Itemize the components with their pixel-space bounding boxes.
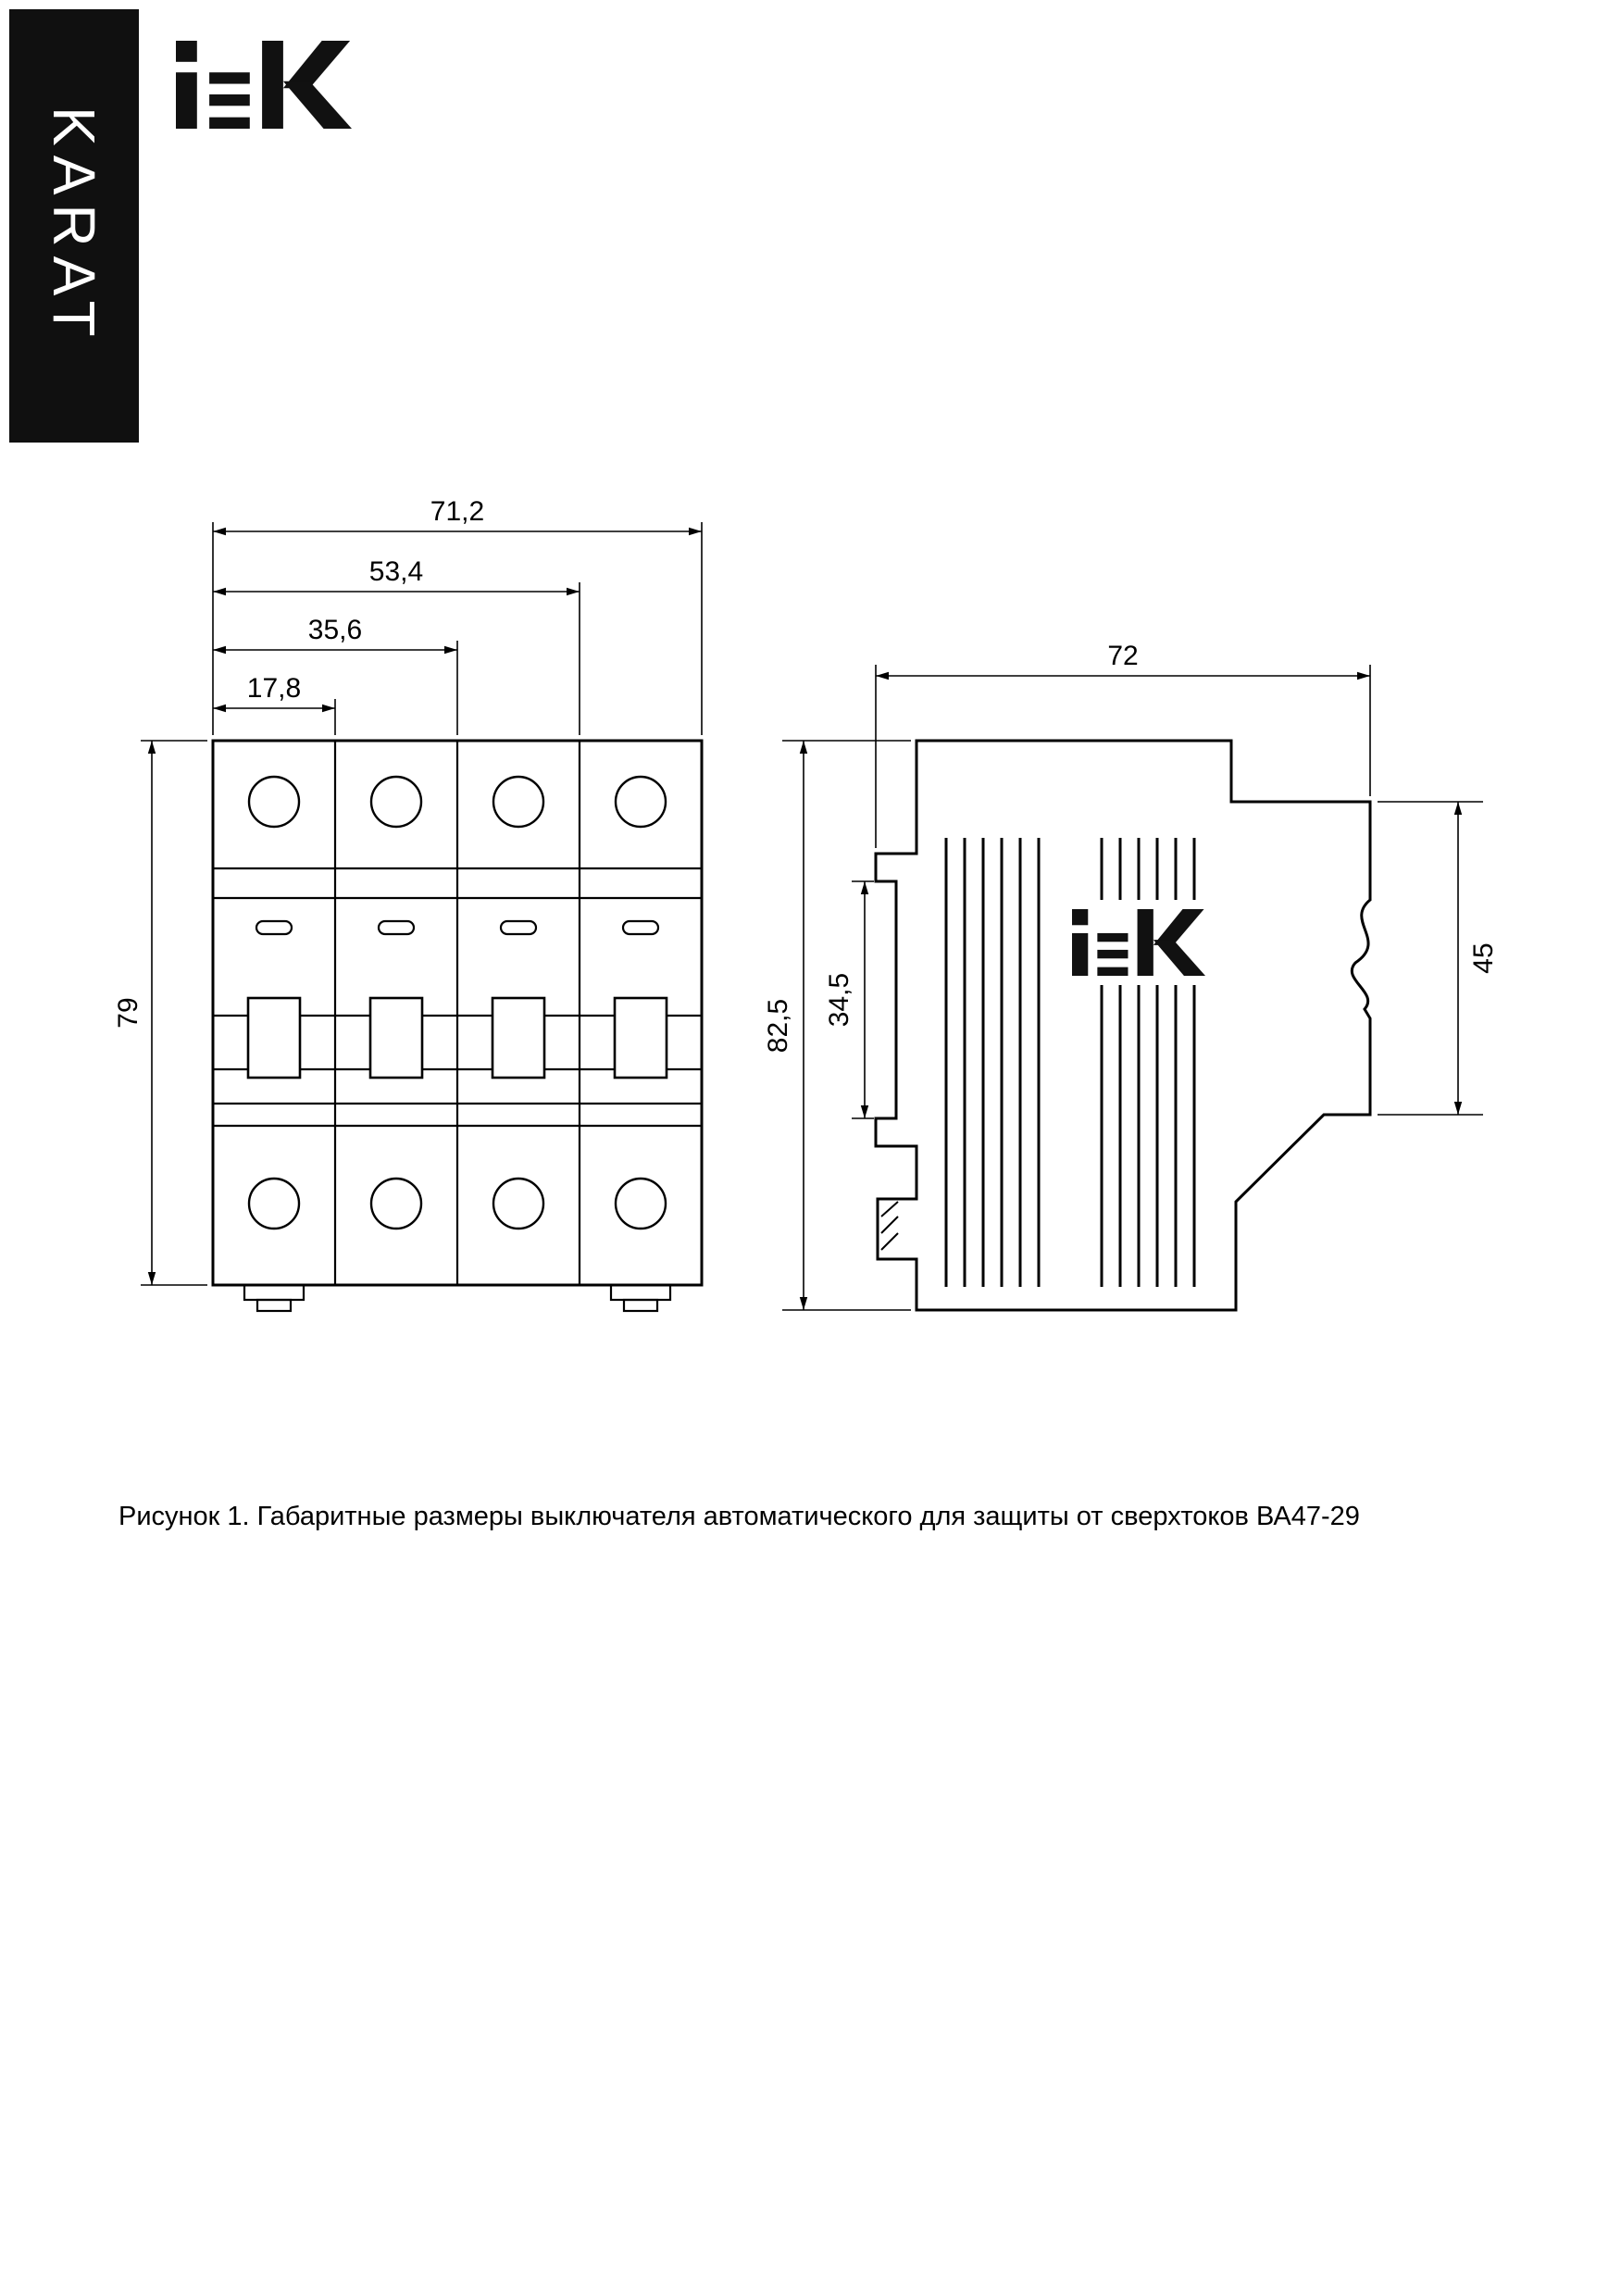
front-view-dim-labels: 71,2 53,4 35,6 17,8 79 xyxy=(113,496,484,1029)
din-clip xyxy=(243,1283,305,1302)
dim-label-front-face: 45 xyxy=(1468,942,1499,973)
dim-label-rail-recess: 34,5 xyxy=(824,973,854,1027)
dim-label-total-width: 71,2 xyxy=(430,496,484,527)
toggle-handle xyxy=(368,996,424,1079)
terminal-screw xyxy=(247,1177,301,1230)
terminal-screw xyxy=(369,1177,423,1230)
breaker-side-outline xyxy=(874,739,1372,1312)
hatch-line xyxy=(880,1216,899,1234)
dim-label-height: 79 xyxy=(113,997,143,1028)
side-view-dim-labels: 72 82,5 34,5 45 xyxy=(763,641,1499,1053)
iek-logo xyxy=(176,41,352,129)
side-view-drawing xyxy=(874,739,1372,1312)
terminal-screw xyxy=(614,1177,667,1230)
toggle-handle xyxy=(491,996,546,1079)
terminal-screw xyxy=(492,1177,545,1230)
dim-label-total-height: 82,5 xyxy=(763,999,793,1053)
side-view-dimensions xyxy=(782,665,1483,1311)
label-window xyxy=(499,919,538,936)
toggle-handle xyxy=(246,996,302,1079)
hatch-line xyxy=(880,1232,899,1251)
terminal-screw xyxy=(369,775,423,829)
label-window xyxy=(621,919,660,936)
dim-label-three-modules: 53,4 xyxy=(369,556,423,587)
label-window xyxy=(377,919,416,936)
karat-banner: KARAT xyxy=(9,9,139,443)
front-view-dimensions xyxy=(141,522,703,1286)
terminal-screw xyxy=(492,775,545,829)
karat-series-label: KARAT xyxy=(41,106,107,346)
din-clip xyxy=(256,1298,293,1313)
terminal-screw xyxy=(247,775,301,829)
figure-caption: Рисунок 1. Габаритные размеры выключател… xyxy=(118,1502,1360,1531)
din-clip xyxy=(622,1298,659,1313)
terminal-screw xyxy=(614,775,667,829)
clip-hatching xyxy=(880,1201,899,1251)
dim-label-depth: 72 xyxy=(1107,641,1138,671)
dim-label-two-modules: 35,6 xyxy=(308,615,362,645)
toggle-handle xyxy=(613,996,668,1079)
dim-label-one-module: 17,8 xyxy=(247,673,301,704)
label-window xyxy=(255,919,293,936)
front-view-drawing xyxy=(211,739,704,1313)
din-clip xyxy=(609,1283,672,1302)
hatch-line xyxy=(880,1201,899,1217)
